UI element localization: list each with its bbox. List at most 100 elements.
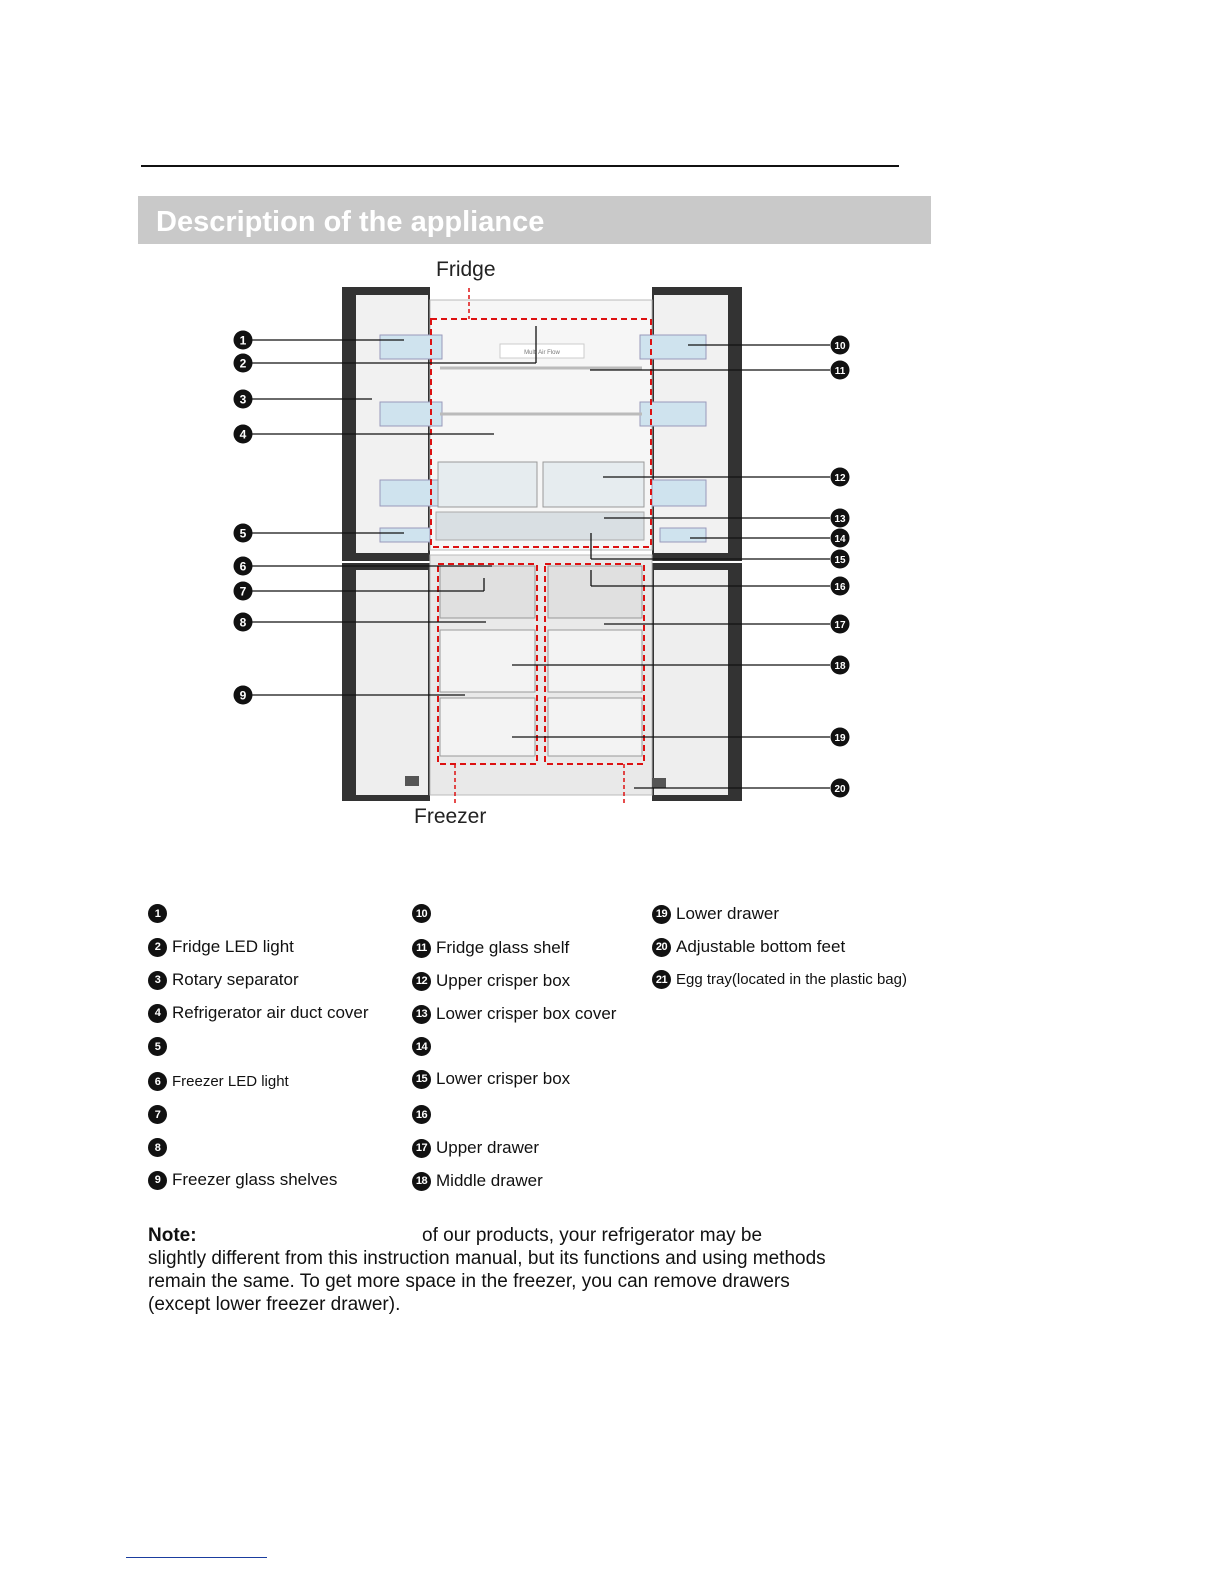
callout-13: 13	[831, 509, 850, 528]
number-badge: 8	[148, 1138, 167, 1157]
number-badge: 14	[412, 1037, 431, 1056]
note-line-4: (except lower freezer drawer).	[148, 1293, 400, 1316]
svg-text:19: 19	[834, 733, 846, 744]
callout-11: 11	[831, 361, 850, 380]
legend-item-4: 4 Refrigerator air duct cover	[148, 1003, 369, 1023]
fridge-illustration: Multi Air Flow	[342, 287, 742, 805]
freezer-label: Freezer	[414, 805, 486, 829]
callout-18: 18	[831, 656, 850, 675]
bottom-rule	[126, 1557, 267, 1558]
svg-text:13: 13	[834, 514, 846, 525]
svg-text:16: 16	[834, 582, 846, 593]
callout-14: 14	[831, 529, 850, 548]
legend-item-15: 15 Lower crisper box	[412, 1069, 570, 1089]
callout-6: 6	[234, 557, 253, 576]
legend-item-7: 7	[148, 1105, 172, 1124]
callout-7: 7	[234, 582, 253, 601]
number-badge: 17	[412, 1139, 431, 1158]
legend-item-5: 5	[148, 1037, 172, 1056]
fridge-label: Fridge	[436, 258, 496, 282]
svg-text:11: 11	[835, 366, 846, 377]
legend-item-14: 14	[412, 1037, 436, 1056]
callout-10: 10	[831, 336, 850, 355]
callout-17: 17	[831, 615, 850, 634]
svg-text:9: 9	[240, 689, 247, 703]
legend-label: Upper drawer	[436, 1138, 539, 1158]
number-badge: 5	[148, 1037, 167, 1056]
number-badge: 13	[412, 1005, 431, 1024]
upper-crisper-right	[543, 462, 644, 507]
callout-5: 5	[234, 524, 253, 543]
svg-text:18: 18	[834, 661, 846, 672]
number-badge: 15	[412, 1070, 431, 1089]
number-badge: 11	[412, 939, 431, 958]
svg-text:3: 3	[240, 393, 247, 407]
note-line-2: slightly different from this instruction…	[148, 1247, 826, 1270]
note-text-1: of our products, your refrigerator may b…	[422, 1224, 762, 1247]
legend-item-20: 20Adjustable bottom feet	[652, 937, 845, 957]
upper-crisper-left	[438, 462, 537, 507]
legend-label: Refrigerator air duct cover	[172, 1003, 369, 1023]
legend-label: Middle drawer	[436, 1171, 543, 1191]
callouts-left: 1 2 3 4 5 6 7 8 9	[234, 331, 253, 705]
callout-20: 20	[831, 779, 850, 798]
legend-item-16: 16	[412, 1105, 436, 1124]
callout-15: 15	[831, 550, 850, 569]
svg-text:1: 1	[240, 334, 247, 348]
number-badge: 10	[412, 904, 431, 923]
legend-label: Lower drawer	[676, 904, 779, 924]
callout-16: 16	[831, 577, 850, 596]
number-badge: 12	[412, 972, 431, 991]
callout-12: 12	[831, 468, 850, 487]
legend-item-19: 19 Lower drawer	[652, 904, 779, 924]
note-line-1: Note: of our products, your refrigerator…	[148, 1224, 197, 1247]
svg-text:12: 12	[834, 473, 846, 484]
legend-label: Fridge glass shelf	[436, 938, 569, 958]
legend-item-9: 9 Freezer glass shelves	[148, 1170, 337, 1190]
svg-text:7: 7	[240, 585, 247, 599]
number-badge: 21	[652, 970, 671, 989]
legend-label: Freezer glass shelves	[172, 1170, 337, 1190]
svg-text:10: 10	[834, 341, 846, 352]
callouts-right: 10 11 12 13 14 15 16 17 18 19 20	[831, 336, 850, 798]
number-badge: 1	[148, 904, 167, 923]
svg-text:2: 2	[240, 357, 247, 371]
legend-label: Rotary separator	[172, 970, 299, 990]
legend-label: Adjustable bottom feet	[676, 937, 845, 957]
callout-9: 9	[234, 686, 253, 705]
svg-text:4: 4	[240, 428, 247, 442]
legend-label: Freezer LED light	[172, 1073, 289, 1090]
legend-item-13: 13 Lower crisper box cover	[412, 1004, 616, 1024]
legend-item-11: 11 Fridge glass shelf	[412, 938, 569, 958]
number-badge: 3	[148, 971, 167, 990]
svg-text:20: 20	[834, 784, 846, 795]
legend-item-10: 10	[412, 904, 436, 923]
legend-label: Lower crisper box cover	[436, 1004, 616, 1024]
note-label: Note:	[148, 1225, 197, 1246]
callout-1: 1	[234, 331, 253, 350]
legend-item-1: 1	[148, 904, 172, 923]
svg-text:5: 5	[240, 527, 247, 541]
note-line-3: remain the same. To get more space in th…	[148, 1270, 790, 1293]
number-badge: 9	[148, 1171, 167, 1190]
legend-item-3: 3 Rotary separator	[148, 970, 299, 990]
svg-text:14: 14	[834, 534, 846, 545]
legend-item-17: 17 Upper drawer	[412, 1138, 539, 1158]
number-badge: 18	[412, 1172, 431, 1191]
legend-item-8: 8	[148, 1138, 172, 1157]
callout-8: 8	[234, 613, 253, 632]
callout-2: 2	[234, 354, 253, 373]
legend-item-18: 18 Middle drawer	[412, 1171, 543, 1191]
legend-label: Lower crisper box	[436, 1069, 570, 1089]
number-badge: 4	[148, 1004, 167, 1023]
multi-air-flow-tag: Multi Air Flow	[524, 350, 560, 356]
callout-4: 4	[234, 425, 253, 444]
svg-text:15: 15	[834, 555, 846, 566]
callout-19: 19	[831, 728, 850, 747]
lower-crisper	[436, 512, 644, 540]
number-badge: 19	[652, 905, 671, 924]
callout-3: 3	[234, 390, 253, 409]
